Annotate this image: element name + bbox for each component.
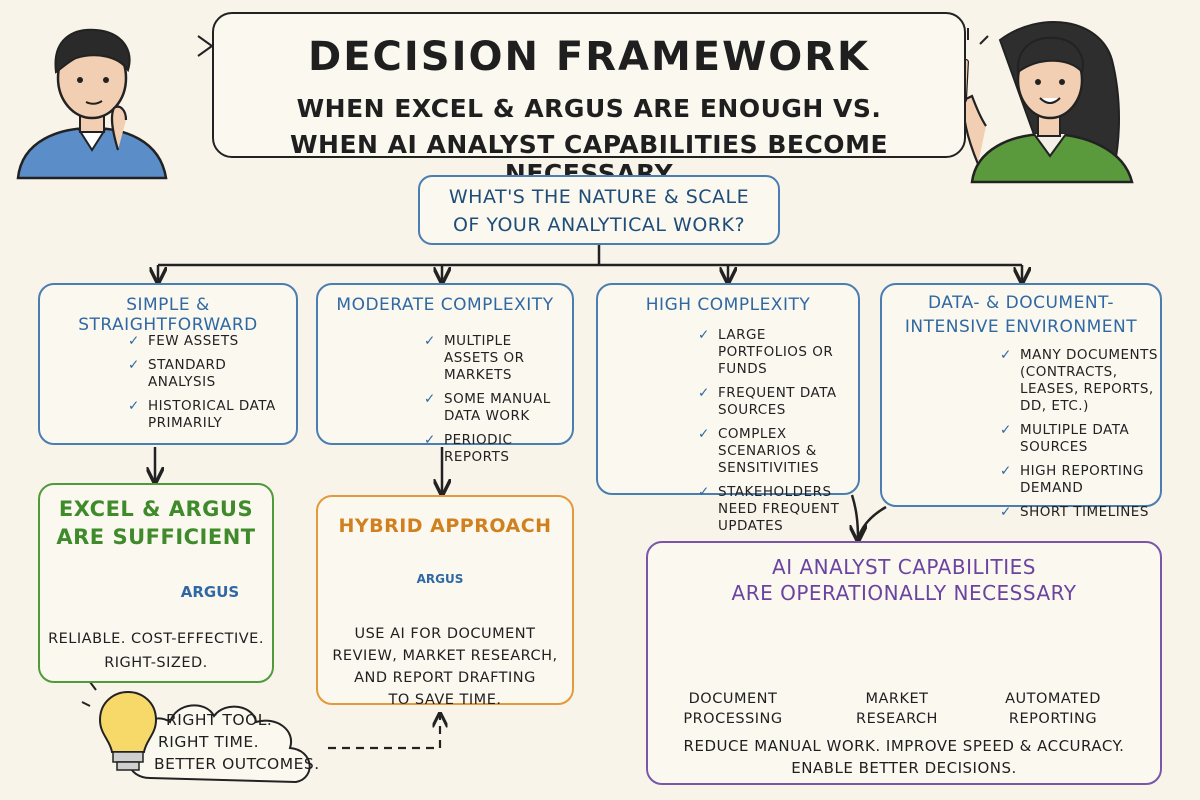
- check-icon: ✓: [1000, 463, 1012, 479]
- check-icon: ✓: [698, 484, 710, 500]
- check-icon: ✓: [698, 385, 710, 401]
- argus-label: ARGUS: [416, 572, 464, 586]
- list-item: ✓Frequent data sources: [698, 385, 837, 418]
- outcome-title: Hybrid Approach: [338, 515, 552, 537]
- list-item: ✓Large portfolios or funds: [698, 327, 834, 377]
- pointing-woman-illustration: [951, 21, 1134, 184]
- question-line1: What's the nature & scale: [448, 186, 750, 208]
- list-item: ✓Periodic reports: [424, 432, 513, 465]
- outcome-title-line1: AI Analyst Capabilities: [772, 555, 1036, 579]
- arrow-data-to-ai: [856, 505, 887, 540]
- category-data-intensive: Data- & Document- Intensive Environment …: [880, 283, 1162, 520]
- check-icon: ✓: [1000, 504, 1012, 520]
- page-subtitle-line1: When Excel & Argus are enough vs.: [296, 94, 882, 123]
- outcome-desc-line1: Reliable. Cost-effective.: [48, 631, 264, 647]
- check-icon: ✓: [1000, 347, 1012, 363]
- outcome-title-line2: are operationally necessary: [731, 581, 1077, 605]
- check-icon: ✓: [128, 398, 140, 414]
- list-item: ✓Stakeholders need frequent updates: [698, 484, 840, 534]
- page-subtitle-line2: When AI analyst capabilities become nece…: [289, 130, 889, 188]
- check-icon: ✓: [698, 327, 710, 343]
- category-simple: Simple & Straightforward ✓Few assets ✓St…: [38, 283, 298, 445]
- check-icon: ✓: [424, 333, 436, 349]
- list-item: ✓Complex scenarios & sensitivities: [698, 426, 820, 476]
- capability-market-research: Market Research: [856, 691, 938, 727]
- arrow-high-to-ai: [852, 494, 858, 539]
- dashed-note-arrow: [328, 715, 440, 750]
- outcome-foot-line1: Reduce manual work. Improve speed & accu…: [683, 737, 1125, 755]
- category-moderate: Moderate Complexity ✓Multiple assets or …: [316, 283, 574, 465]
- category-title-line1: Data- & Document-: [928, 293, 1114, 313]
- note-line2: Right time.: [158, 733, 260, 751]
- list-item: ✓High reporting demand: [1000, 463, 1144, 496]
- list-item: ✓Short timelines: [1000, 504, 1149, 520]
- list-item: ✓Multiple data sources: [1000, 422, 1130, 455]
- title-box: Decision Framework When Excel & Argus ar…: [212, 12, 966, 188]
- list-item: ✓Many documents (contracts, leases, repo…: [1000, 347, 1158, 414]
- list-item: ✓Multiple assets or markets: [424, 333, 525, 383]
- thinking-man-illustration: [16, 28, 214, 180]
- capability-automated-reporting: Automated Reporting: [1005, 691, 1101, 727]
- argus-label: ARGUS: [180, 583, 240, 601]
- list-item: ✓Few assets: [128, 333, 239, 349]
- page-title: Decision Framework: [308, 34, 870, 80]
- list-item: ✓Standard analysis: [128, 357, 227, 390]
- lightbulb-icon: [81, 674, 158, 771]
- check-icon: ✓: [698, 426, 710, 442]
- check-icon: ✓: [128, 357, 140, 373]
- note-line3: Better outcomes.: [154, 755, 320, 773]
- list-item: ✓Some manual data work: [424, 391, 551, 424]
- outcome-ai-analyst: AI Analyst Capabilities are operationall…: [646, 541, 1162, 785]
- capability-document-processing: Document Processing: [683, 691, 783, 727]
- check-icon: ✓: [424, 391, 436, 407]
- outcome-title-line2: are sufficient: [56, 525, 256, 549]
- category-high: High Complexity ✓Large portfolios or fun…: [596, 283, 860, 534]
- outcome-excel-argus: Excel & Argus are sufficient ARGUS Relia…: [38, 483, 274, 683]
- category-title-line2: Intensive Environment: [904, 317, 1138, 337]
- category-title: Simple & Straightforward: [78, 295, 258, 335]
- outcome-desc: Use AI for document review, market resea…: [332, 626, 558, 708]
- category-title: High Complexity: [645, 295, 811, 315]
- outcome-foot-line2: Enable better decisions.: [791, 759, 1017, 777]
- category-title: Moderate Complexity: [336, 295, 554, 315]
- outcome-title-line1: Excel & Argus: [58, 497, 254, 521]
- outcome-desc-line2: Right-sized.: [104, 655, 208, 671]
- list-item: ✓Historical data primarily: [128, 398, 276, 431]
- outcome-hybrid: Hybrid Approach ARGUS Use AI for documen…: [316, 495, 574, 708]
- check-icon: ✓: [424, 432, 436, 448]
- check-icon: ✓: [1000, 422, 1012, 438]
- note-line1: Right tool.: [166, 711, 273, 729]
- check-icon: ✓: [128, 333, 140, 349]
- question-line2: of your analytical work?: [452, 214, 746, 236]
- cloud-note: Right tool. Right time. Better outcomes.: [88, 690, 328, 790]
- question-box: What's the nature & scale of your analyt…: [418, 175, 780, 245]
